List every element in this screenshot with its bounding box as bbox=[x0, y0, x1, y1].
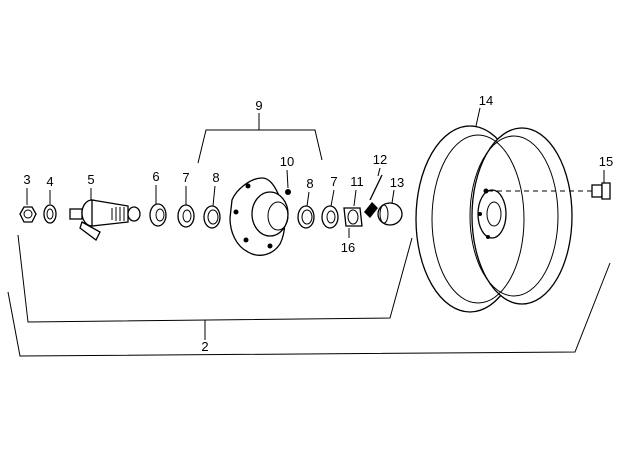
callout-8-right: 8 bbox=[306, 176, 313, 191]
assembly-bracket-2 bbox=[7, 234, 611, 357]
part-13-dust-cap bbox=[377, 189, 403, 226]
part-7-bearing-left bbox=[177, 186, 195, 228]
part-15-wheel-bolt bbox=[488, 170, 611, 200]
part-7-bearing-right bbox=[321, 189, 339, 229]
callout-16: 16 bbox=[341, 240, 355, 255]
part-12-cotter-pin bbox=[364, 167, 383, 218]
callout-2: 2 bbox=[201, 339, 208, 354]
callout-7-left: 7 bbox=[182, 170, 189, 185]
callout-15: 15 bbox=[599, 154, 613, 169]
callout-10: 10 bbox=[280, 154, 294, 169]
callout-3: 3 bbox=[23, 172, 30, 187]
callout-13: 13 bbox=[390, 175, 404, 190]
callout-12: 12 bbox=[373, 152, 387, 167]
hub-body bbox=[229, 177, 289, 256]
callout-11: 11 bbox=[350, 174, 364, 189]
assembly-bracket-9 bbox=[197, 113, 323, 164]
part-8-race-right bbox=[297, 191, 315, 229]
part-5-spindle bbox=[69, 188, 141, 241]
callout-7-right: 7 bbox=[330, 174, 337, 189]
part-14-wheel-rim bbox=[415, 107, 573, 313]
part-10-stud bbox=[285, 169, 291, 195]
part-11-spindle-nut bbox=[343, 189, 363, 227]
part-8-race-left bbox=[203, 185, 221, 229]
part-6-seal bbox=[149, 185, 167, 227]
callout-14: 14 bbox=[479, 93, 493, 108]
callout-5: 5 bbox=[87, 172, 94, 187]
part-4-washer bbox=[43, 190, 57, 224]
callout-8-left: 8 bbox=[212, 170, 219, 185]
part-3-nut bbox=[19, 188, 37, 223]
callout-4: 4 bbox=[46, 174, 53, 189]
callout-6: 6 bbox=[152, 169, 159, 184]
callout-9: 9 bbox=[255, 98, 262, 113]
